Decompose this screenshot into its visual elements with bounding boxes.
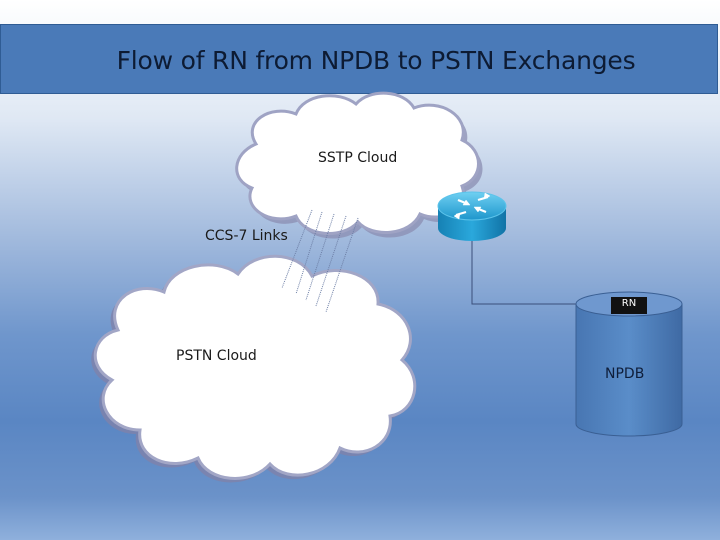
- npdb-body: [575, 303, 683, 437]
- pstn-cloud: [91, 254, 417, 483]
- npdb-database: [575, 291, 683, 437]
- ccs7-links-label: CCS-7 Links: [205, 228, 288, 244]
- ccs7-link-2: [295, 211, 323, 295]
- ccs7-link-5: [325, 217, 359, 313]
- router-npdb-connector: [471, 240, 614, 305]
- router-top: [437, 191, 507, 221]
- sstp-cloud-label: SSTP Cloud: [318, 150, 398, 166]
- router-arrows: [453, 192, 491, 220]
- title-bar: Flow of RN from NPDB to PSTN Exchanges: [0, 24, 718, 94]
- rn-tag-label: RN: [621, 298, 637, 309]
- sstp-cloud: [235, 91, 483, 239]
- router-icon: [437, 191, 507, 241]
- sstp-cloud-body: [235, 91, 480, 235]
- rn-tag-box: [611, 297, 647, 314]
- pstn-cloud-label: PSTN Cloud: [176, 348, 257, 364]
- pstn-cloud-body: [93, 254, 417, 480]
- page-title: Flow of RN from NPDB to PSTN Exchanges: [116, 46, 636, 75]
- npdb-label: NPDB: [605, 366, 645, 382]
- ccs7-link-lines: [281, 209, 359, 313]
